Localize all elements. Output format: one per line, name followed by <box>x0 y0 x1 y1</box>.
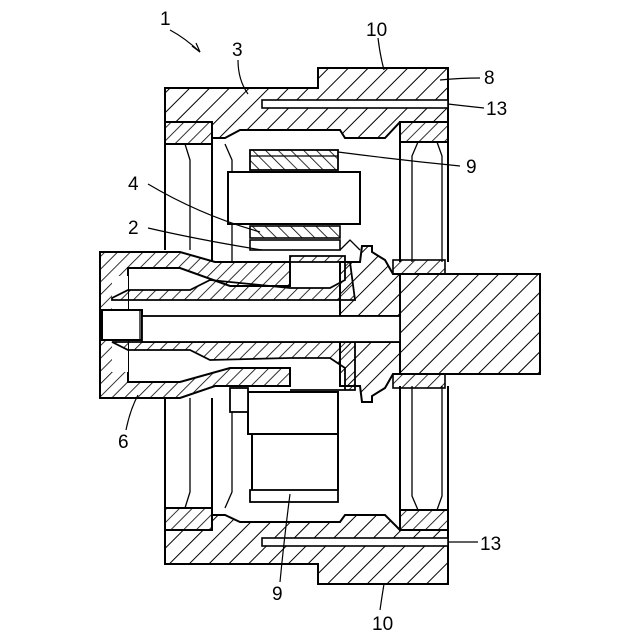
leader-gap-top <box>448 104 484 108</box>
sleeve-band <box>250 240 340 250</box>
leader-cover-bottom <box>380 584 384 610</box>
bearing-bottom <box>250 490 338 502</box>
label-tube: 6 <box>118 432 129 453</box>
right-wall-bottom <box>400 510 448 530</box>
shaft-bore <box>142 316 400 342</box>
lower-block <box>248 392 338 434</box>
label-cover-top: 10 <box>366 20 387 41</box>
shaft-ring-bottom <box>393 374 445 388</box>
leader-tube <box>126 395 138 430</box>
label-assembly: 1 <box>160 9 171 30</box>
label-gap-bottom: 13 <box>480 534 501 555</box>
label-rotor: 4 <box>128 174 139 195</box>
bearing-top <box>250 150 338 170</box>
rotor-lower-band <box>250 226 340 238</box>
label-housing: 3 <box>232 40 243 61</box>
label-cover-bottom: 10 <box>372 614 393 635</box>
gap-bottom <box>262 538 448 546</box>
lower-block-tab <box>230 388 248 412</box>
label-bearing-bottom: 9 <box>272 584 283 605</box>
rotor-block <box>228 172 360 224</box>
leader-cover-top <box>378 38 384 70</box>
label-flange: 8 <box>484 68 495 89</box>
label-gap-top: 13 <box>486 99 507 120</box>
left-wall-bottom <box>165 508 212 530</box>
label-bearing-top: 9 <box>466 157 477 178</box>
gap-top <box>262 100 448 108</box>
left-wall-top <box>165 122 212 144</box>
tube-end-cap <box>102 310 142 340</box>
label-sleeve: 2 <box>128 218 139 239</box>
shaft-ring-top <box>393 260 445 274</box>
right-wall-top <box>400 122 448 142</box>
